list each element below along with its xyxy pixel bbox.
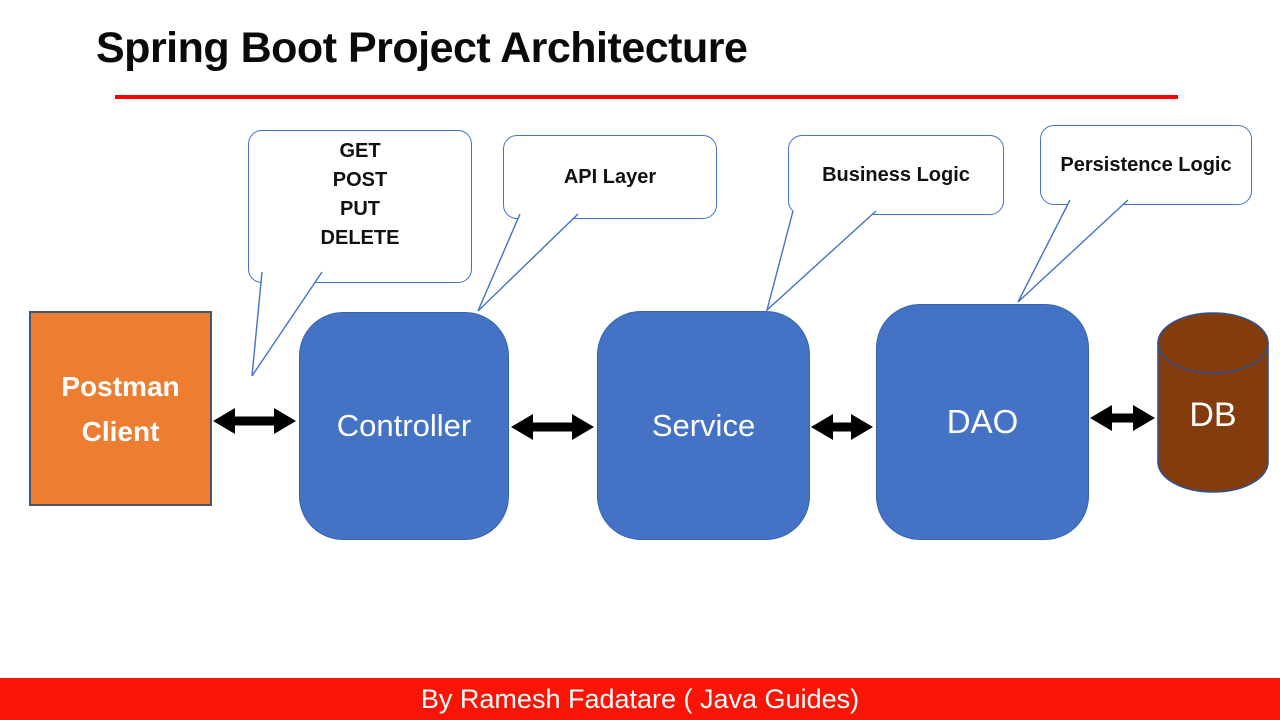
http-method-delete: DELETE — [320, 227, 400, 249]
node-postman-client: Postman Client — [29, 311, 212, 506]
tail-business-logic-icon — [765, 210, 877, 313]
callout-http-methods: GET POST PUT DELETE — [248, 130, 472, 283]
footer-credit-bar: By Ramesh Fadatare ( Java Guides) — [0, 678, 1280, 720]
controller-label: Controller — [336, 408, 472, 443]
dao-label: DAO — [946, 403, 1019, 440]
http-method-put: PUT — [340, 198, 380, 220]
node-service: Service — [597, 311, 810, 540]
page-title: Spring Boot Project Architecture — [96, 24, 748, 72]
postman-client-label-line2: Client — [81, 415, 160, 447]
db-label: DB — [1189, 396, 1237, 434]
callout-persistence-logic-label: Persistence Logic — [1060, 153, 1232, 176]
callout-business-logic-label: Business Logic — [822, 163, 970, 186]
callout-persistence-logic: Persistence Logic — [1040, 125, 1252, 205]
arrow-controller-service-icon — [511, 414, 594, 440]
callout-api-layer-label: API Layer — [563, 165, 657, 188]
callout-business-logic: Business Logic — [788, 135, 1004, 215]
arrow-service-dao-icon — [811, 414, 873, 440]
callout-api-layer: API Layer — [503, 135, 717, 219]
node-controller: Controller — [299, 312, 509, 540]
tail-api-layer-icon — [477, 213, 579, 312]
node-dao: DAO — [876, 304, 1089, 540]
postman-client-label-line1: Postman — [61, 370, 180, 402]
tail-persistence-logic-icon — [1017, 199, 1129, 303]
http-method-post: POST — [332, 169, 388, 191]
service-label: Service — [651, 407, 756, 443]
http-method-get: GET — [339, 140, 381, 162]
arrow-dao-db-icon — [1090, 405, 1155, 431]
footer-credit-text: By Ramesh Fadatare ( Java Guides) — [420, 683, 860, 714]
arrow-postman-controller-icon — [213, 408, 296, 434]
title-underline-rule — [115, 95, 1178, 99]
